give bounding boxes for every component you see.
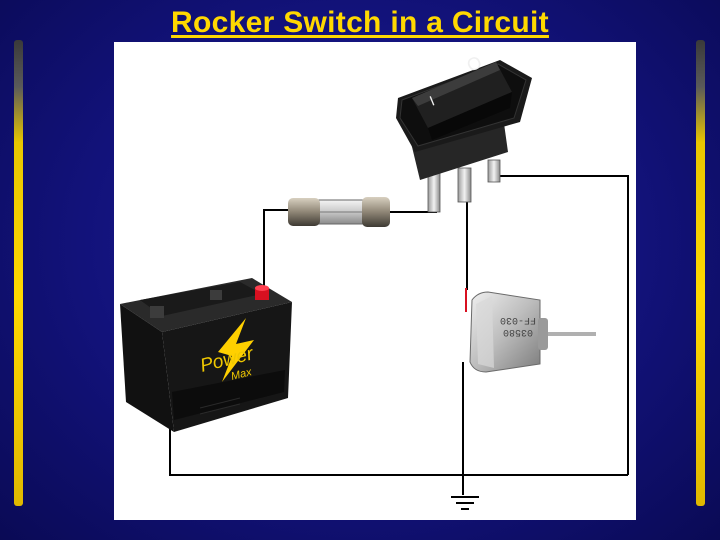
rocker-switch-icon	[396, 60, 532, 212]
wire-battery-to-fuse	[264, 210, 290, 290]
ground-symbol-icon	[451, 497, 479, 509]
motor-marking-line1: FF-030	[500, 314, 536, 325]
motor-marking-line2: 03580	[503, 326, 533, 337]
glass-fuse-icon	[288, 197, 390, 227]
wire-battery-to-ground	[170, 425, 628, 475]
